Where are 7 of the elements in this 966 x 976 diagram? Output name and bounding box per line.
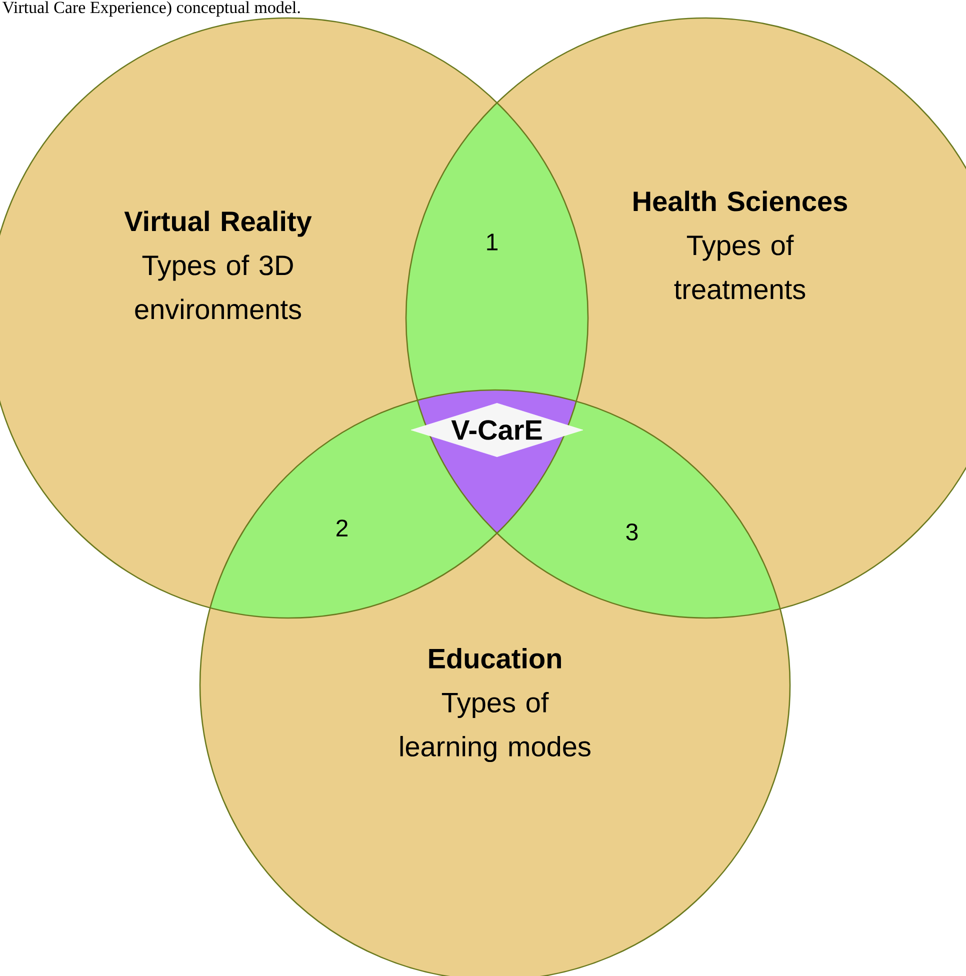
region-number: 2 xyxy=(336,520,348,536)
circle-label: Health Sciences Types of treatments xyxy=(634,190,847,300)
caption: Virtual Care Experience) conceptual model. xyxy=(2,1,300,17)
circle-label: Virtual Reality Types of 3D environments xyxy=(124,210,312,320)
region-number: 3 xyxy=(626,524,638,540)
circle-label: Education Types of learning modes xyxy=(400,648,590,762)
region-number: 1 xyxy=(487,234,498,250)
